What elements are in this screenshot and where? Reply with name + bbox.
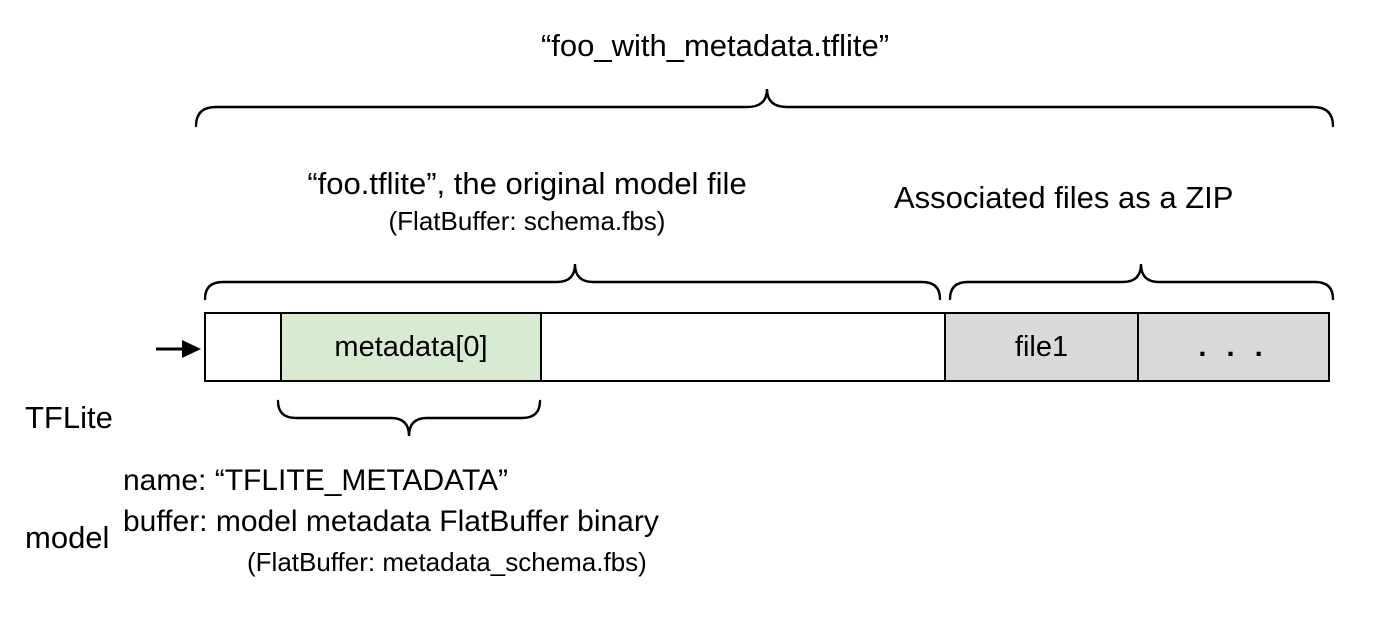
segment-more-files: . . . [1137,314,1328,380]
segment-model-header [206,314,280,380]
top-brace [194,88,1335,128]
tflite-file-bar: metadata[0] file1 . . . [204,312,1330,382]
tflite-model-label-line1: TFLite [25,400,113,435]
metadata-note-buffer: buffer: model metadata FlatBuffer binary [123,505,659,538]
segment-metadata-0: metadata[0] [280,314,540,380]
diagram-title: “foo_with_metadata.tflite” [540,28,890,63]
zip-brace [948,263,1335,301]
associated-files-title: Associated files as a ZIP [894,180,1234,215]
model-file-subtitle: (FlatBuffer: schema.fbs) [388,206,666,236]
model-file-brace [203,263,942,301]
arrow-icon [156,340,201,358]
segment-model-body [540,314,944,380]
tflite-model-label: TFLite model [25,318,113,621]
segment-file1: file1 [944,314,1137,380]
metadata-note-schema: (FlatBuffer: metadata_schema.fbs) [247,547,647,577]
tflite-model-label-line2: model [25,520,110,555]
metadata-note-name: name: “TFLITE_METADATA” [123,464,509,497]
metadata-brace [276,399,542,437]
model-file-title: “foo.tflite”, the original model file [307,166,747,201]
